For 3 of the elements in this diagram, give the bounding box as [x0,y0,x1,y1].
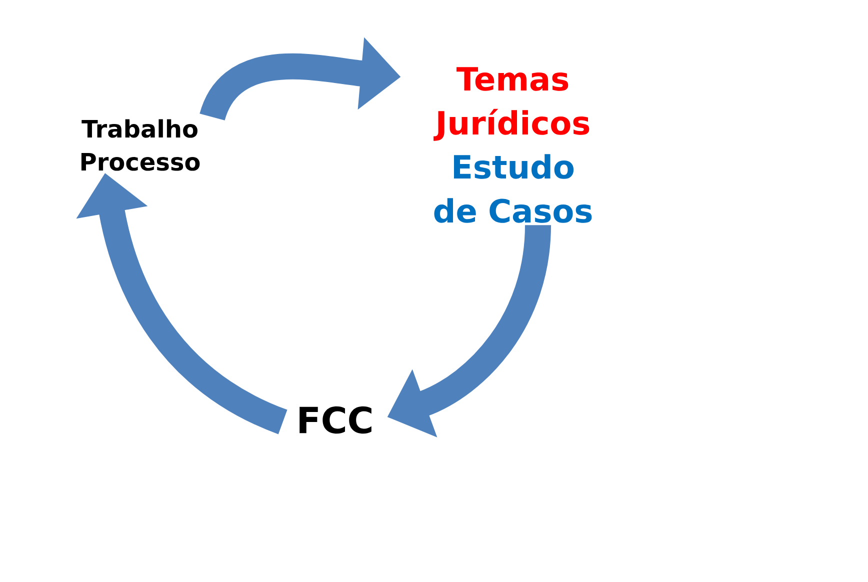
text-label: Trabalho Processo [81,119,200,171]
text-label: FCC [300,406,372,434]
text-label: Temas Jurídicos Estudo de Casos [434,67,592,223]
